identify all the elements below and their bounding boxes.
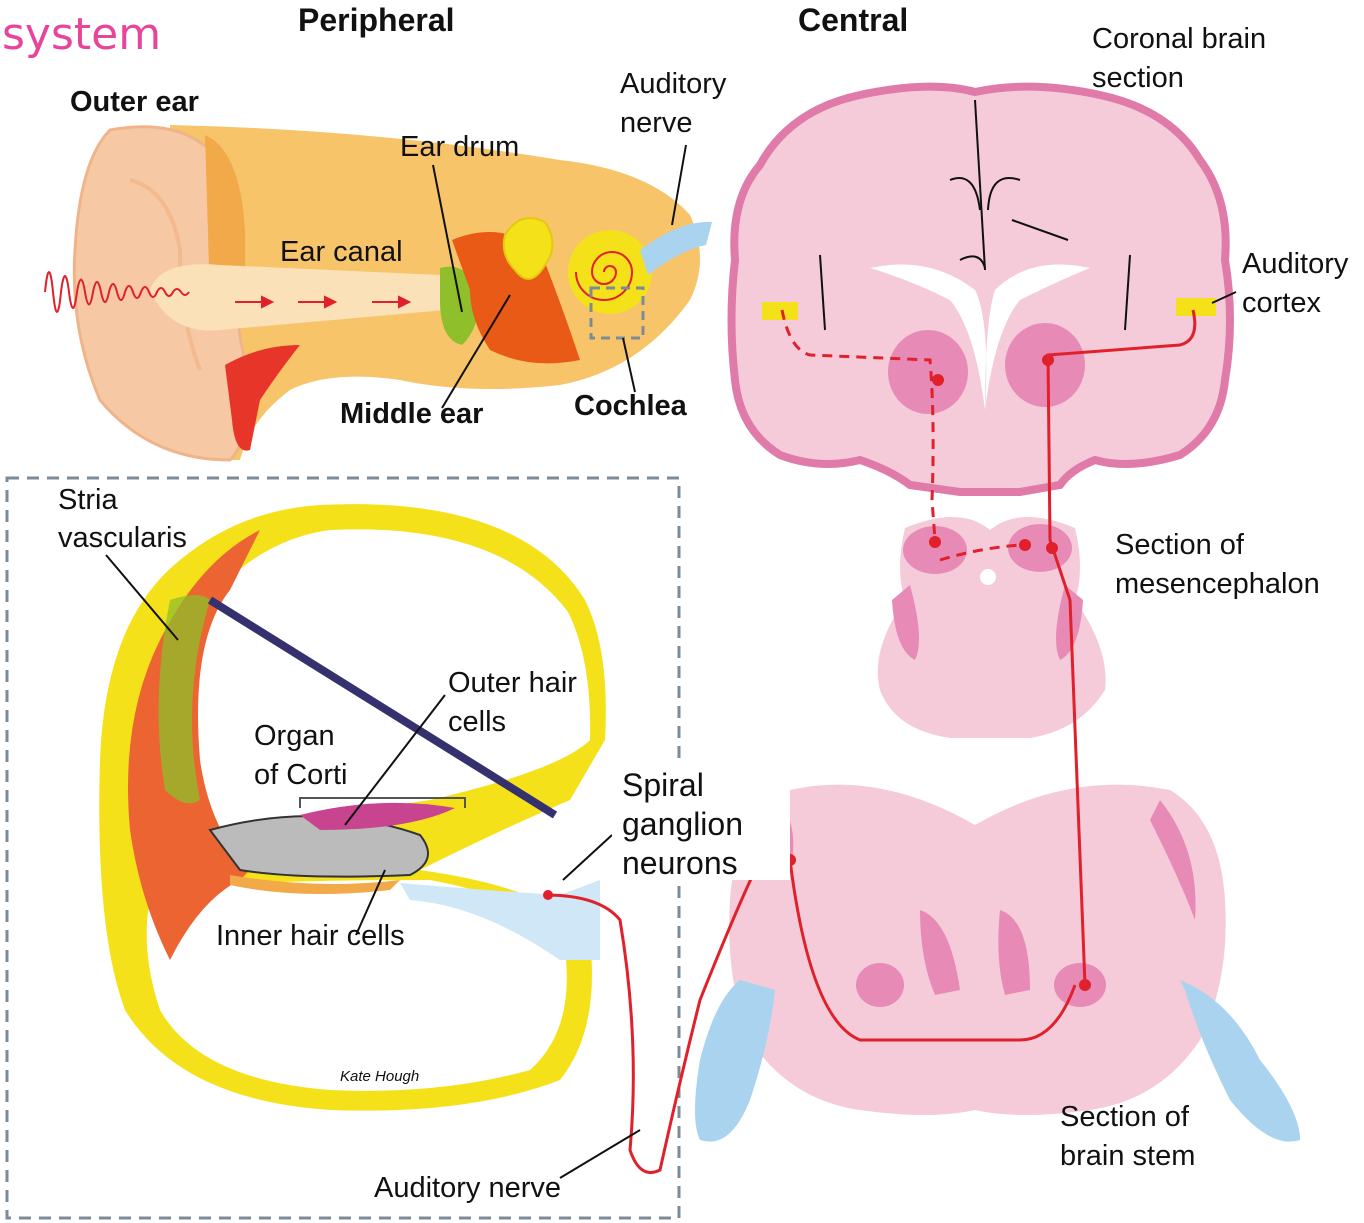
left-cerebellar-peduncle	[695, 980, 775, 1142]
brain-stem-label-2: brain stem	[1060, 1140, 1195, 1173]
left-olive	[856, 963, 904, 1007]
brain-stem-shape	[729, 785, 1226, 1115]
cochlea-label: Cochlea	[574, 390, 687, 423]
coronal-section-label-2: section	[1092, 62, 1184, 95]
right-inferior-colliculus	[1008, 524, 1072, 572]
peripheral-heading: Peripheral	[298, 2, 455, 39]
left-mgn	[888, 330, 968, 414]
mesencephalon-label-1: Section of	[1115, 529, 1244, 562]
spiral-ganglion-label-1: Spiral	[622, 767, 704, 804]
auditory-nerve-label-1: Auditory	[620, 68, 726, 101]
right-auditory-cortex	[1176, 298, 1216, 316]
auditory-nerve-detail-label: Auditory nerve	[374, 1172, 561, 1205]
spiral-ganglion-label-2: ganglion	[622, 806, 743, 843]
right-cerebellar-peduncle	[1180, 980, 1300, 1142]
auditory-nerve-label-2: nerve	[620, 107, 693, 140]
outer-hair-cells-label-1: Outer hair	[448, 667, 577, 700]
coronal-section-label-1: Coronal brain	[1092, 23, 1266, 56]
ganglion-cell-body	[543, 890, 553, 900]
aqueduct	[980, 569, 996, 585]
stria-vascularis-label-1: Stria	[58, 484, 118, 517]
organ-of-corti-label-1: Organ	[254, 720, 335, 753]
auditory-cortex-label-2: cortex	[1242, 287, 1321, 320]
ear-canal-label: Ear canal	[280, 236, 403, 269]
organ-of-corti-label-2: of Corti	[254, 759, 347, 792]
title-fragment: system	[2, 10, 161, 61]
artist-signature: Kate Hough	[340, 1068, 419, 1085]
auditory-cortex-label-1: Auditory	[1242, 248, 1348, 281]
brain-stem-label-1: Section of	[1060, 1101, 1189, 1134]
stria-vascularis-label-2: vascularis	[58, 522, 187, 555]
outer-hair-cells-label-2: cells	[448, 706, 506, 739]
middle-ear-label: Middle ear	[340, 398, 483, 431]
brain-outline	[732, 87, 1231, 492]
mesencephalon-label-2: mesencephalon	[1115, 568, 1320, 601]
coronal-brain	[732, 87, 1237, 492]
inner-hair-cells-label: Inner hair cells	[216, 920, 405, 953]
cochlea-shape	[568, 230, 652, 314]
spiral-ganglion-label-3: neurons	[622, 845, 738, 882]
ear-drum-label: Ear drum	[400, 131, 519, 164]
outer-ear-label: Outer ear	[70, 86, 199, 119]
left-auditory-cortex	[762, 302, 798, 320]
central-heading: Central	[798, 2, 908, 39]
